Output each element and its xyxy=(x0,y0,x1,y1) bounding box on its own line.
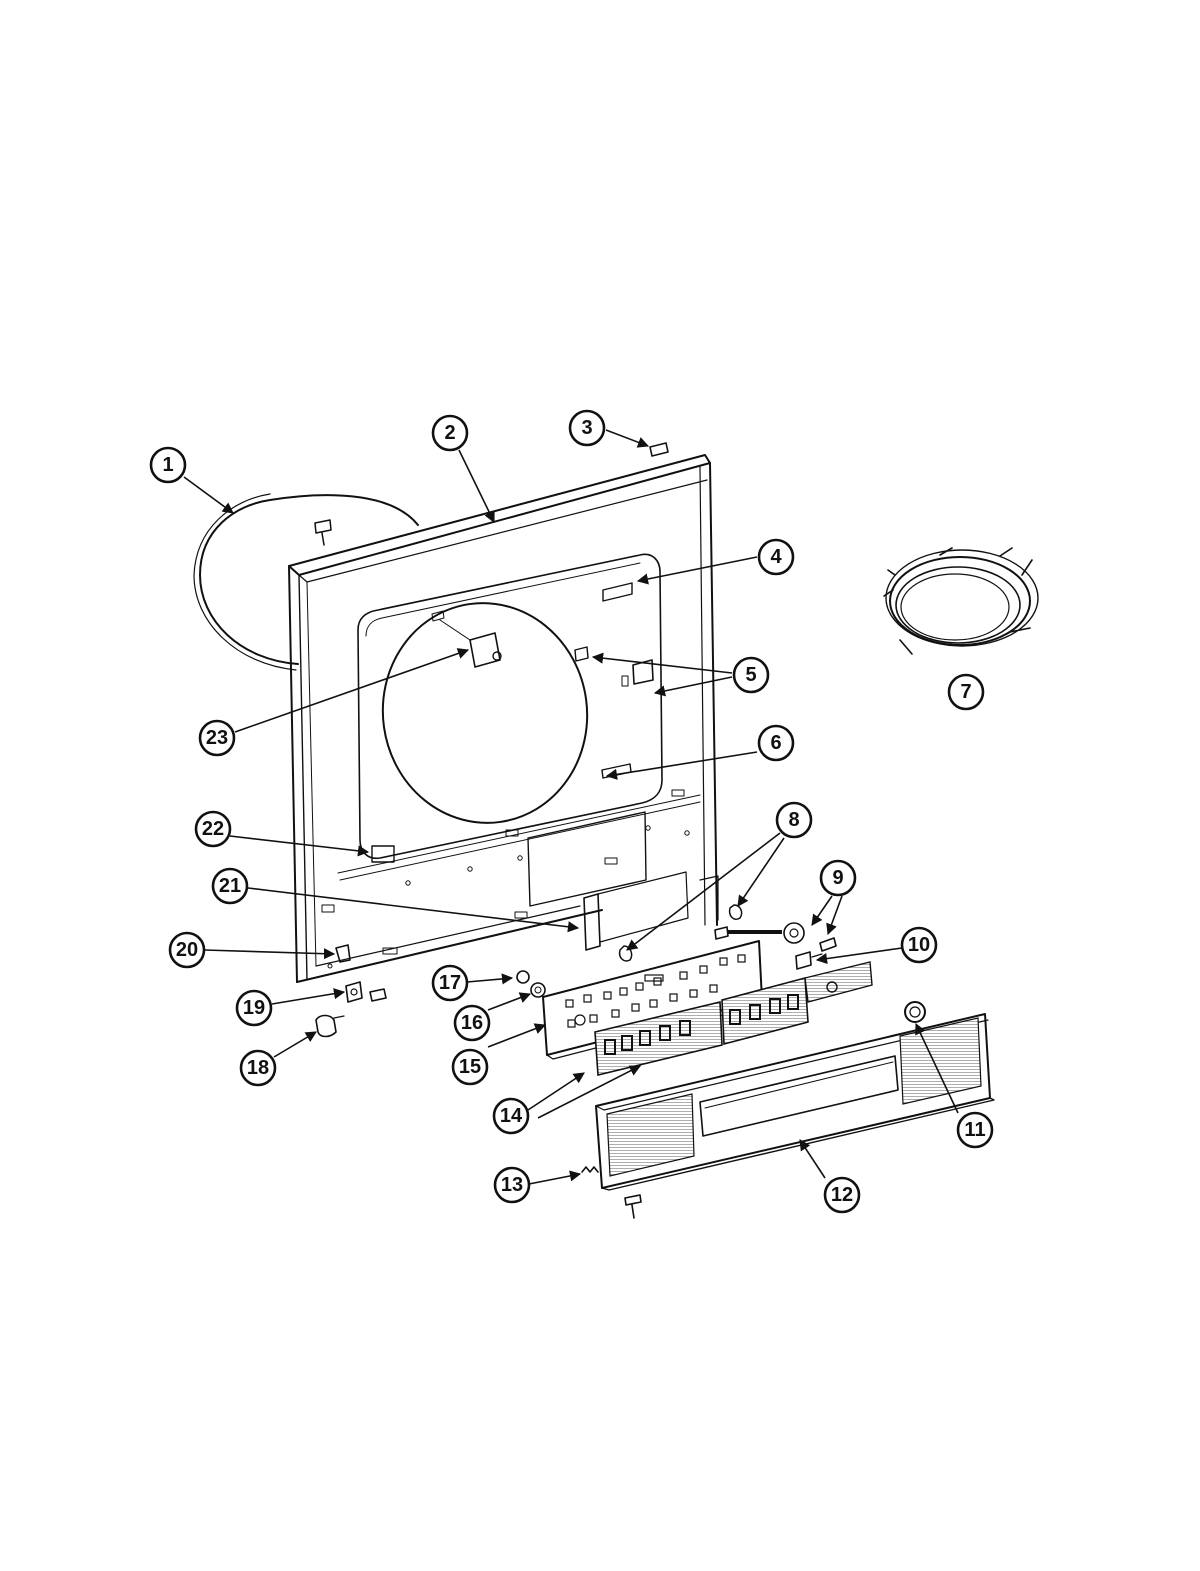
callout-2: 2 xyxy=(431,414,469,452)
control-board-part-15 xyxy=(516,940,873,1077)
callout-label: 14 xyxy=(500,1105,523,1127)
callout-label: 2 xyxy=(444,422,455,444)
sensor-part-9 xyxy=(714,922,837,952)
clip-part-18 xyxy=(315,1014,345,1038)
nut-part-17 xyxy=(516,970,530,984)
nut-part-16 xyxy=(530,982,546,998)
knob-part-8a xyxy=(728,904,743,920)
callout-8: 8 xyxy=(775,801,813,839)
callout-20: 20 xyxy=(168,931,206,969)
knob-part-11 xyxy=(904,1001,926,1023)
leader-lines xyxy=(183,429,959,1185)
callout-23: 23 xyxy=(198,719,236,757)
callout-6: 6 xyxy=(757,724,795,762)
callout-4: 4 xyxy=(757,538,795,576)
switch-part-23 xyxy=(431,610,502,668)
front-panel-part-2 xyxy=(288,442,719,983)
callout-21: 21 xyxy=(211,867,249,905)
label-part-4 xyxy=(602,582,633,602)
callout-17: 17 xyxy=(431,964,469,1002)
callout-label: 4 xyxy=(770,546,782,568)
callout-10: 10 xyxy=(900,926,938,964)
callout-label: 15 xyxy=(459,1056,481,1078)
callout-22: 22 xyxy=(194,810,232,848)
callout-16: 16 xyxy=(453,1004,491,1042)
callout-label: 23 xyxy=(206,727,228,749)
callout-14: 14 xyxy=(492,1097,530,1135)
callout-11: 11 xyxy=(956,1111,994,1149)
callout-label: 5 xyxy=(745,664,756,686)
label-part-22 xyxy=(371,845,395,863)
callout-9: 9 xyxy=(819,859,857,897)
callout-15: 15 xyxy=(451,1048,489,1086)
callout-13: 13 xyxy=(493,1166,531,1204)
callout-label: 10 xyxy=(908,934,930,956)
callout-label: 1 xyxy=(162,454,173,476)
callout-label: 8 xyxy=(788,809,799,831)
callout-label: 3 xyxy=(581,417,592,439)
callout-label: 7 xyxy=(960,681,971,703)
callout-label: 12 xyxy=(831,1184,853,1206)
label-part-6 xyxy=(601,763,632,779)
callout-label: 17 xyxy=(439,972,461,994)
callout-12: 12 xyxy=(823,1176,861,1214)
screw-bottom xyxy=(624,1194,642,1219)
callout-label: 6 xyxy=(770,732,781,754)
callout-1: 1 xyxy=(149,446,187,484)
callout-label: 21 xyxy=(219,875,241,897)
seal-ring-part-1 xyxy=(193,493,419,671)
callout-label: 16 xyxy=(461,1012,483,1034)
spring-part-13 xyxy=(581,1166,599,1173)
display-module-part-14 xyxy=(594,976,809,1077)
callout-7: 7 xyxy=(947,673,985,711)
callout-18: 18 xyxy=(239,1049,277,1087)
callout-label: 11 xyxy=(964,1119,985,1141)
wire-harness-part-7 xyxy=(883,547,1039,655)
callout-label: 20 xyxy=(176,939,198,961)
callout-5: 5 xyxy=(732,656,770,694)
callout-label: 19 xyxy=(243,997,265,1019)
callout-label: 18 xyxy=(247,1057,269,1079)
callout-label: 22 xyxy=(202,818,224,840)
clip-part-5a xyxy=(574,646,589,662)
clip-part-5b xyxy=(632,659,654,685)
callout-label: 9 xyxy=(832,867,843,889)
callout-19: 19 xyxy=(235,989,273,1027)
bracket-part-19 xyxy=(345,981,387,1003)
callout-3: 3 xyxy=(568,409,606,447)
callout-label: 13 xyxy=(501,1174,523,1196)
latch-part-20 xyxy=(335,944,351,963)
clip-part-3 xyxy=(649,442,669,457)
console-trim-part-12 xyxy=(595,1001,995,1191)
screw-top-left xyxy=(314,519,332,546)
